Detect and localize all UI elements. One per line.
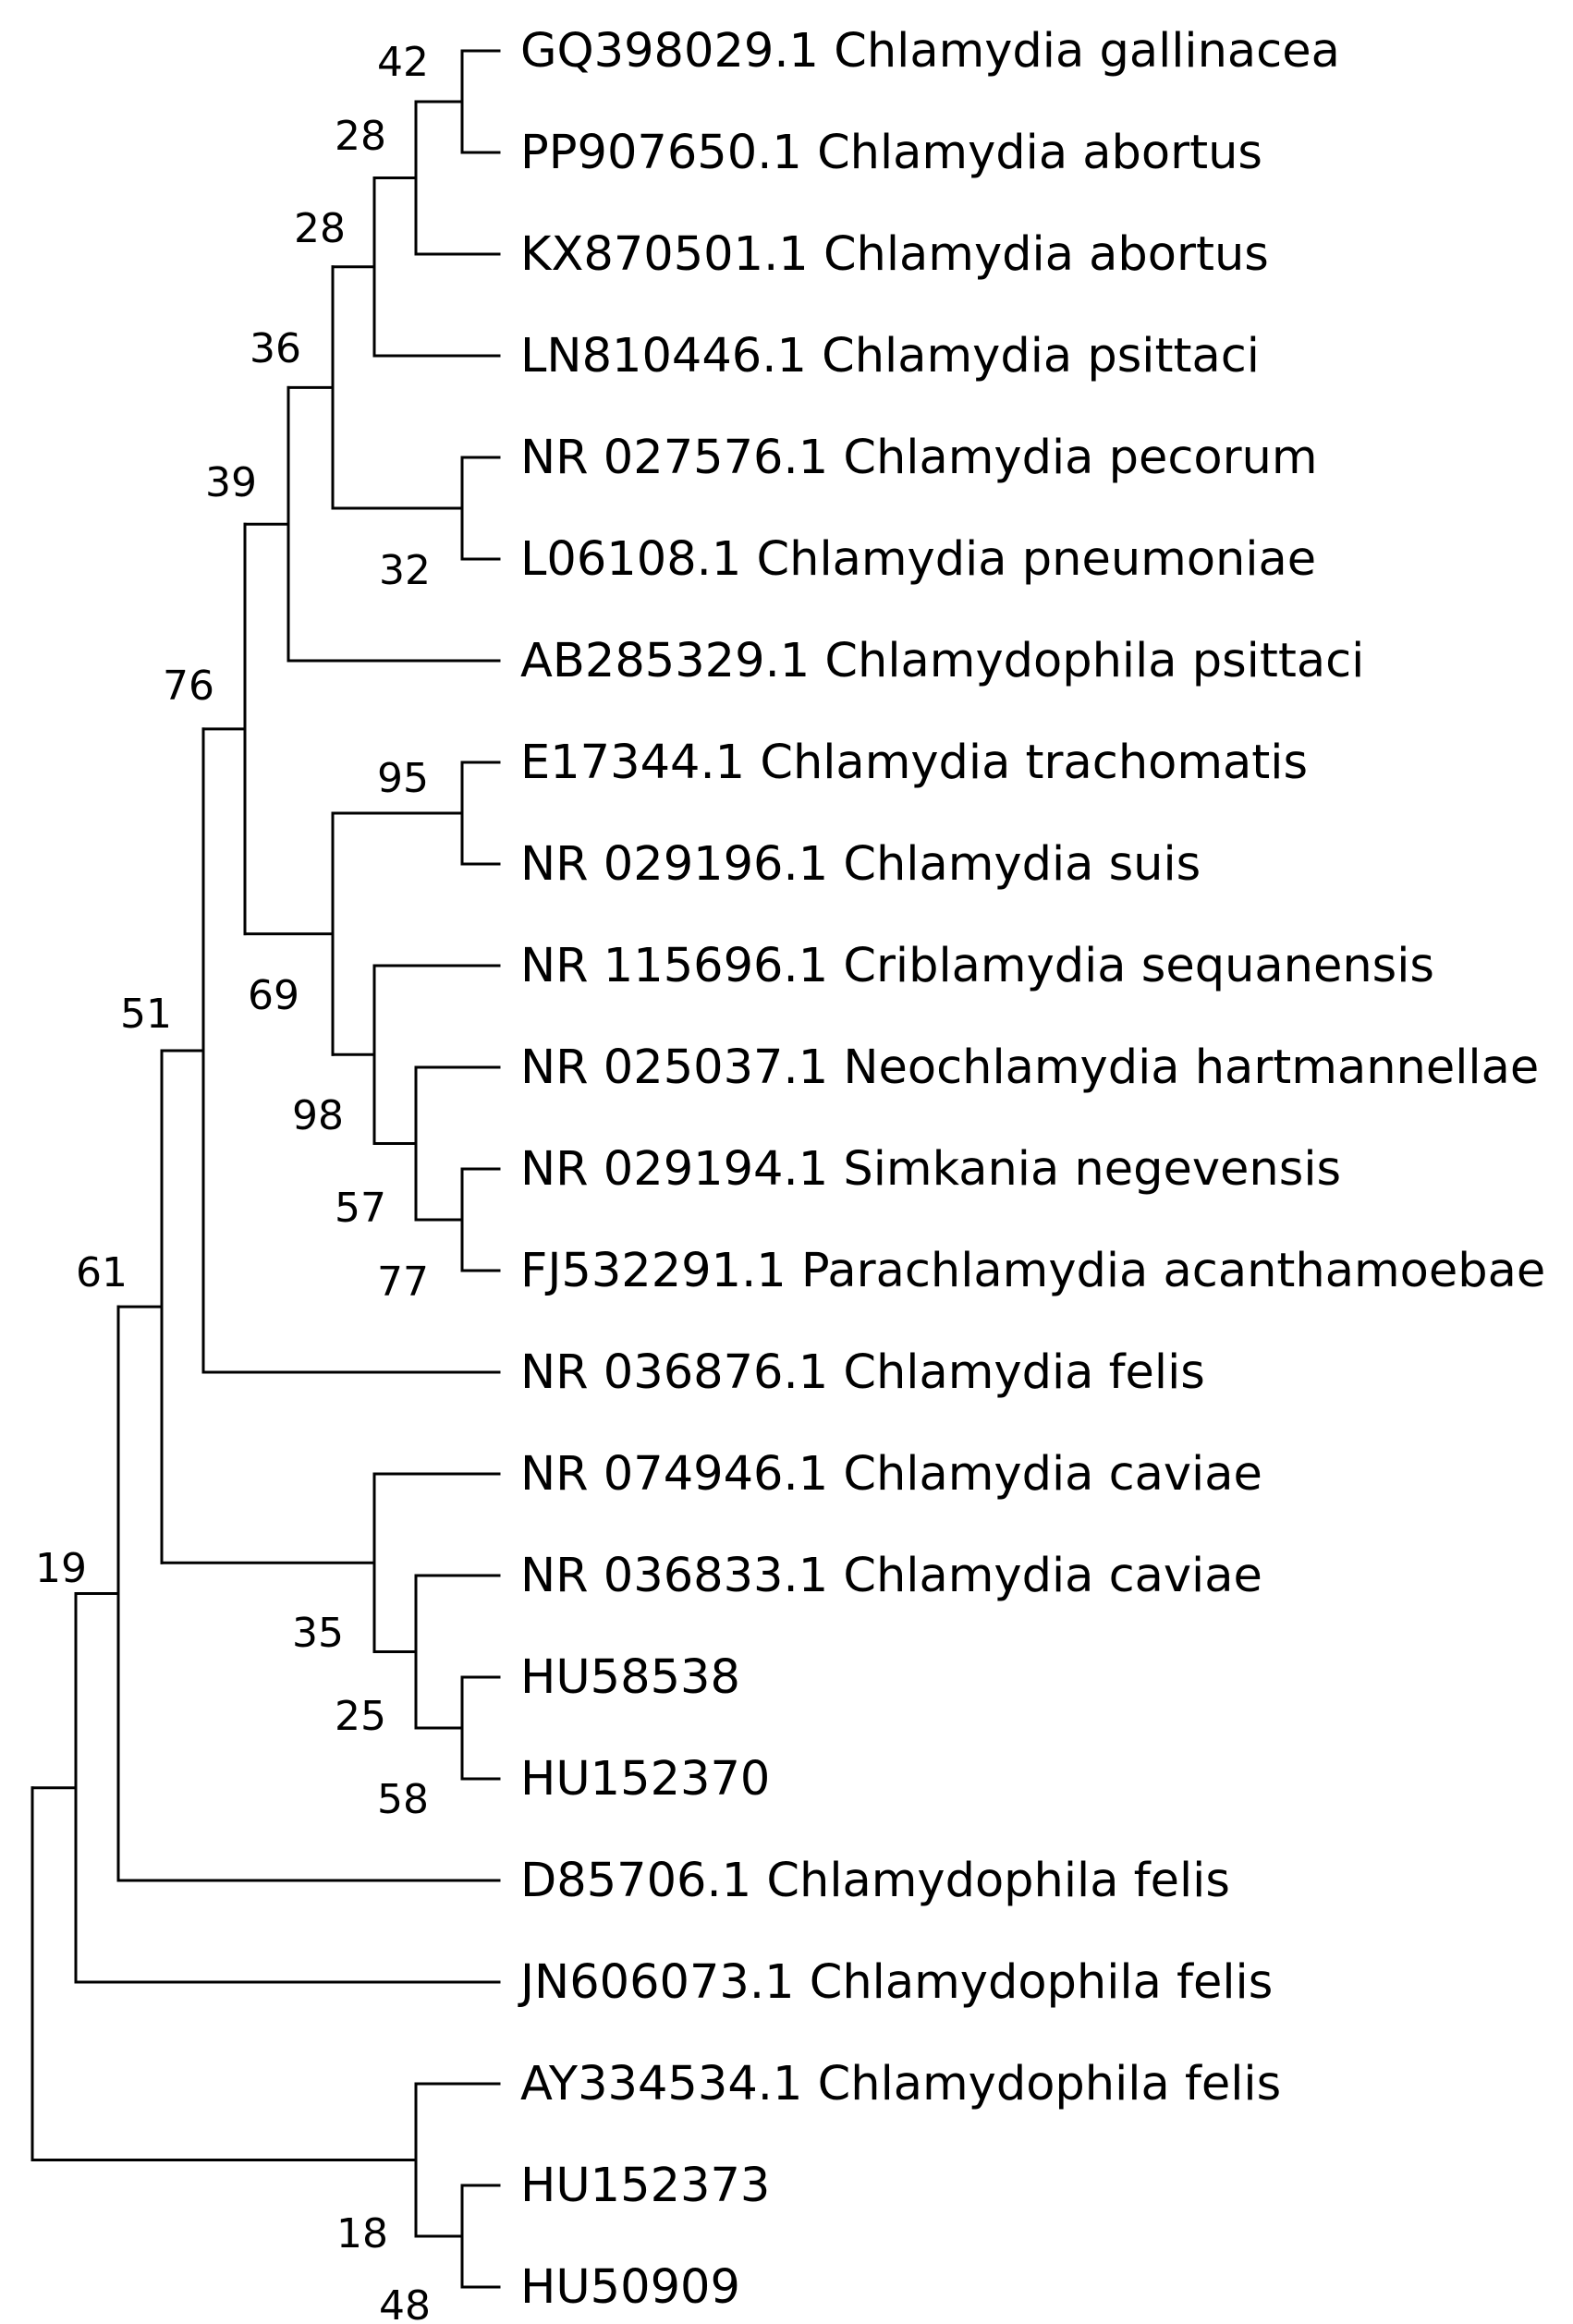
support-value: 42 xyxy=(377,39,429,86)
taxon-label: KX870501.1 Chlamydia abortus xyxy=(520,227,1269,282)
support-value: 19 xyxy=(35,1545,87,1592)
support-values: 42 28 28 36 39 32 76 95 69 98 57 77 51 6… xyxy=(35,39,431,2324)
support-value: 51 xyxy=(120,991,172,1038)
taxon-label: E17344.1 Chlamydia trachomatis xyxy=(520,736,1308,790)
taxon-label: AY334534.1 Chlamydophila felis xyxy=(520,2057,1281,2111)
support-value: 25 xyxy=(335,1693,386,1740)
taxon-label: NR 115696.1 Criblamydia sequanensis xyxy=(520,939,1434,993)
taxon-label: JN606073.1 Chlamydophila felis xyxy=(518,1955,1273,2010)
taxon-label: PP907650.1 Chlamydia abortus xyxy=(520,126,1262,180)
taxon-label: NR 074946.1 Chlamydia caviae xyxy=(520,1447,1262,1502)
support-value: 58 xyxy=(377,1776,429,1823)
taxon-label: HU152373 xyxy=(520,2159,770,2213)
support-value: 36 xyxy=(250,325,301,372)
support-value: 28 xyxy=(335,113,386,160)
taxon-label: NR 029196.1 Chlamydia suis xyxy=(520,837,1201,892)
taxon-label: AB285329.1 Chlamydophila psittaci xyxy=(520,634,1364,688)
support-value: 76 xyxy=(163,663,214,710)
support-value: 61 xyxy=(76,1249,128,1296)
taxon-label: NR 036833.1 Chlamydia caviae xyxy=(520,1549,1262,1603)
taxon-label: NR 027576.1 Chlamydia pecorum xyxy=(520,431,1318,485)
taxon-label: NR 029194.1 Simkania negevensis xyxy=(520,1142,1341,1197)
support-value: 98 xyxy=(292,1092,344,1139)
support-value: 57 xyxy=(335,1185,386,1232)
support-value: 18 xyxy=(336,2210,388,2257)
taxon-label: D85706.1 Chlamydophila felis xyxy=(520,1854,1230,1908)
taxon-label: GQ398029.1 Chlamydia gallinacea xyxy=(520,24,1340,79)
taxon-label: HU152370 xyxy=(520,1752,770,1807)
taxon-label: NR 025037.1 Neochlamydia hartmannellae xyxy=(520,1040,1539,1095)
support-value: 95 xyxy=(377,755,429,802)
taxon-label: HU50909 xyxy=(520,2260,740,2315)
taxon-label: NR 036876.1 Chlamydia felis xyxy=(520,1345,1205,1400)
support-value: 28 xyxy=(294,205,346,252)
taxon-label: HU58538 xyxy=(520,1650,740,1705)
support-value: 69 xyxy=(248,972,299,1019)
support-value: 77 xyxy=(377,1259,429,1306)
taxon-label: L06108.1 Chlamydia pneumoniae xyxy=(520,532,1316,587)
taxon-labels: GQ398029.1 Chlamydia gallinacea PP907650… xyxy=(518,24,1545,2315)
support-value: 35 xyxy=(292,1610,344,1657)
support-value: 39 xyxy=(205,459,257,506)
taxon-label: LN810446.1 Chlamydia psittaci xyxy=(520,329,1260,383)
support-value: 32 xyxy=(379,547,431,594)
taxon-label: FJ532291.1 Parachlamydia acanthamoebae xyxy=(520,1244,1545,1298)
support-value: 48 xyxy=(379,2282,431,2324)
tree-branches xyxy=(30,49,501,2289)
